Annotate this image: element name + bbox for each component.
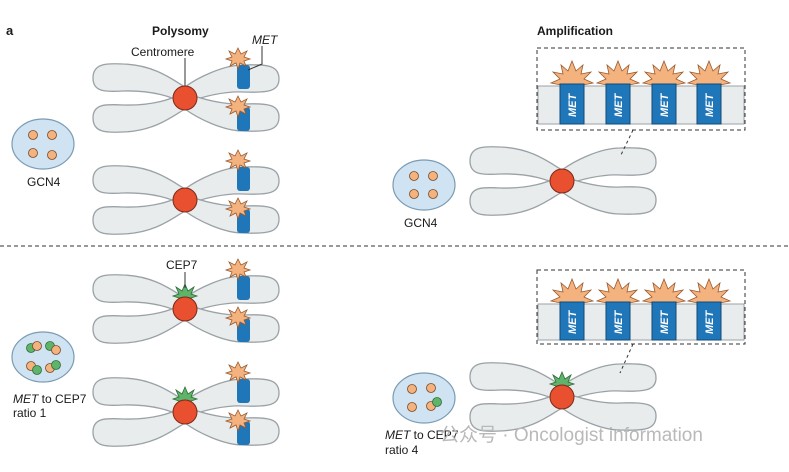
met-gene-label: MET — [659, 93, 671, 118]
zoom-connector-bottom — [619, 343, 634, 374]
met-label: MET — [252, 33, 278, 47]
cep7-chromosome-2 — [92, 377, 280, 447]
nucleus-gcn4-amplification — [392, 159, 456, 211]
ratio4-label-line1: MET to CEP7 — [385, 428, 459, 442]
met-gene-label: MET — [704, 310, 716, 335]
cep7-chromosome-1 — [92, 274, 280, 344]
zoom-connector-top — [619, 129, 634, 158]
nucleus-met-cep7-ratio4 — [392, 372, 456, 424]
ratio1-label-line1: MET to CEP7 — [13, 392, 87, 406]
panel-letter: a — [6, 23, 14, 38]
ratio4-label-line2: ratio 4 — [385, 443, 419, 457]
met-gene-labels-bottom: MET MET MET MET — [567, 310, 716, 335]
met-gene-label: MET — [613, 310, 625, 335]
met-gene-label: MET — [659, 310, 671, 335]
gcn4-label-amplification: GCN4 — [404, 216, 438, 230]
nucleus-met-cep7-ratio1 — [11, 331, 75, 383]
amplification-chromosome-top — [469, 146, 657, 216]
met-gene-label: MET — [704, 93, 716, 118]
gcn4-label-polysomy: GCN4 — [27, 175, 61, 189]
watermark: 公众号 · Oncologist information — [440, 425, 703, 446]
met-gene-labels-top: MET MET MET MET — [567, 93, 716, 118]
amplification-chromosome-bottom — [469, 362, 657, 432]
amplified-segment-top — [537, 60, 745, 125]
polysomy-chromosome-2 — [92, 165, 280, 235]
met-gene-label: MET — [567, 93, 579, 118]
met-leader-line — [247, 46, 263, 71]
met-gene-label: MET — [613, 93, 625, 118]
amplification-title: Amplification — [537, 24, 614, 38]
polysomy-chromosome-1 — [92, 63, 280, 133]
ratio1-label-line2: ratio 1 — [13, 406, 47, 420]
met-gene-label: MET — [567, 310, 579, 335]
zoom-box-bottom — [536, 269, 746, 345]
amplified-segment-bottom — [537, 278, 745, 341]
nucleus-gcn4-polysomy — [11, 118, 75, 170]
polysomy-title: Polysomy — [152, 24, 209, 38]
zoom-box-top — [536, 47, 746, 131]
centromere-label: Centromere — [131, 45, 195, 59]
cep7-label: CEP7 — [166, 258, 198, 272]
